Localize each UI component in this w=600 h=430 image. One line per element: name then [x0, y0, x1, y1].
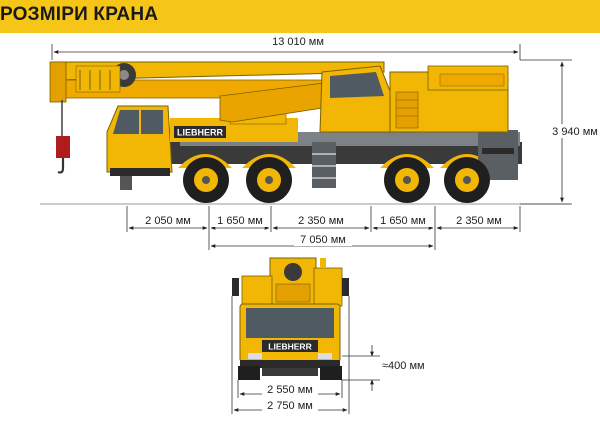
access-steps: [312, 142, 336, 188]
front-bumper: [240, 360, 340, 368]
wheel: [444, 157, 490, 203]
axle-gap-1-label: 1 650 мм: [217, 215, 263, 227]
wheelbase-label: 7 050 мм: [300, 234, 346, 246]
tow-hook: [120, 176, 132, 190]
brand-label: LIEBHERR: [177, 128, 224, 138]
front-brand-label: LIEBHERR: [268, 342, 311, 352]
overall-height-label: 3 940 мм: [552, 126, 598, 138]
wheel: [183, 157, 229, 203]
crane-front-view: LIEBHERR: [232, 257, 349, 380]
cab-window: [113, 110, 163, 134]
front-tyre-left: [238, 366, 260, 380]
wheel: [384, 157, 430, 203]
wheels-side: [183, 157, 490, 203]
hook-block: [56, 136, 70, 158]
track-width-label: 2 550 мм: [267, 384, 313, 396]
overall-width-label: 2 750 мм: [267, 400, 313, 412]
front-brand-badge: [262, 340, 318, 352]
rear-overhang-label: 2 350 мм: [456, 215, 502, 227]
axle-gap-3-label: 1 650 мм: [380, 215, 426, 227]
windshield: [246, 308, 334, 338]
boom-pulleys: [75, 65, 121, 93]
boom-head: [49, 61, 67, 103]
axle-gap-2-label: 2 350 мм: [298, 215, 344, 227]
wheel: [246, 157, 292, 203]
title-bar: РОЗМІРИ КРАНА: [0, 0, 600, 33]
overall-length-label: 13 010 мм: [272, 36, 324, 48]
operator-cab-window: [330, 72, 384, 98]
ground-clearance-label: ≈400 мм: [382, 360, 425, 372]
front-bumper: [110, 168, 170, 176]
front-overhang-label: 2 050 мм: [145, 215, 191, 227]
dimension-lines: [51, 44, 572, 250]
brand-badge: [174, 126, 226, 138]
page-title: РОЗМІРИ КРАНА: [0, 4, 159, 25]
hook: [57, 158, 65, 174]
front-tyre-right: [320, 366, 342, 380]
